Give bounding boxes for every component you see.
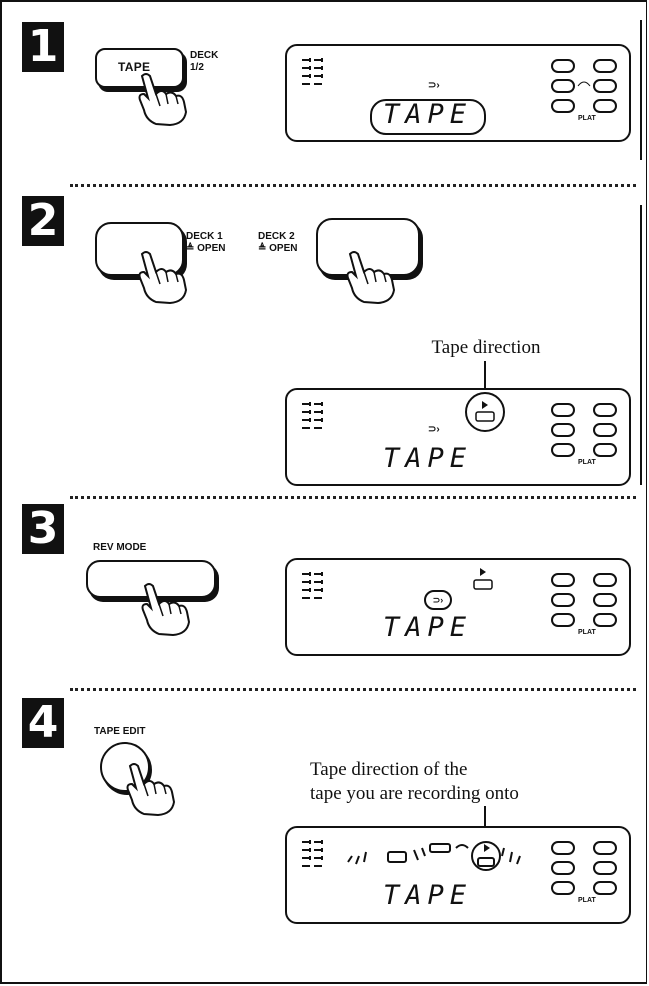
level-meter-icon: [302, 572, 323, 599]
reverse-mode-icon: ⊃›: [428, 424, 440, 435]
display-plat-label: PLAT: [578, 897, 596, 904]
eq-preset-icon: [551, 841, 617, 895]
lcd-display-1: [285, 44, 631, 142]
tape-direction-indicator-icon: [473, 568, 493, 590]
rev-mode-label: REV MODE: [93, 542, 147, 553]
tape-edit-button[interactable]: [100, 742, 150, 792]
tape-edit-label: TAPE EDIT: [94, 726, 146, 737]
deck-2-label-line1: DECK 2: [258, 231, 295, 242]
tape-display-oval: [370, 99, 486, 135]
display-plat-label: PLAT: [578, 629, 596, 636]
display-text: TAPE: [383, 443, 473, 474]
step-4-badge: 4: [22, 698, 64, 748]
deck-label-line1: DECK: [190, 50, 219, 61]
eq-preset-icon: [551, 403, 617, 457]
deck-label-line2: 1/2: [190, 62, 204, 73]
tape-button[interactable]: [95, 48, 184, 88]
eq-preset-icon: [551, 573, 617, 627]
reverse-mode-icon: ⊃›: [428, 80, 440, 91]
eq-preset-icon: [551, 59, 617, 113]
deck-1-open-button[interactable]: [95, 222, 184, 276]
lcd-display-2: [285, 388, 631, 486]
right-rule-2: [640, 205, 642, 485]
level-meter-icon: [302, 402, 323, 429]
right-rule-1: [640, 20, 642, 160]
pressing-hand-icon: [346, 251, 396, 305]
tape-direction-caption: Tape direction: [431, 337, 541, 358]
caption-pointer: [484, 361, 486, 391]
deck-1-label-line2: ≜ OPEN: [186, 243, 226, 254]
recording-direction-caption-line1: Tape direction of the: [310, 759, 468, 780]
lcd-display-4: [285, 826, 631, 924]
lcd-display-3: [285, 558, 631, 656]
display-plat-label: PLAT: [578, 459, 596, 466]
blinking-indicators-icon: [347, 841, 521, 871]
step-2-badge: 2: [22, 196, 64, 246]
display-text: TAPE: [383, 99, 473, 130]
step-divider-1: [70, 184, 636, 187]
step-3-badge: 3: [22, 504, 64, 554]
recording-direction-caption-line2: tape you are recording onto: [310, 783, 519, 804]
display-text: TAPE: [383, 612, 473, 643]
tape-direction-indicator-icon: [465, 392, 505, 432]
caption-pointer: [484, 806, 486, 830]
pressing-hand-icon: [138, 251, 188, 305]
deck-2-label-line2: ≜ OPEN: [258, 243, 298, 254]
display-plat-label: PLAT: [578, 115, 596, 122]
step-divider-3: [70, 688, 636, 691]
deck-1-label-line1: DECK 1: [186, 231, 223, 242]
display-text: TAPE: [383, 880, 473, 911]
pressing-hand-icon: [141, 583, 191, 637]
tape-button-label: TAPE: [118, 60, 151, 74]
pressing-hand-icon: [138, 73, 188, 127]
level-meter-icon: [302, 840, 323, 867]
step-1-badge: 1: [22, 22, 64, 72]
reverse-mode-circled-icon: ⊃›: [424, 590, 452, 610]
step-divider-2: [70, 496, 636, 499]
pressing-hand-icon: [126, 763, 176, 817]
level-meter-icon: [302, 58, 323, 85]
